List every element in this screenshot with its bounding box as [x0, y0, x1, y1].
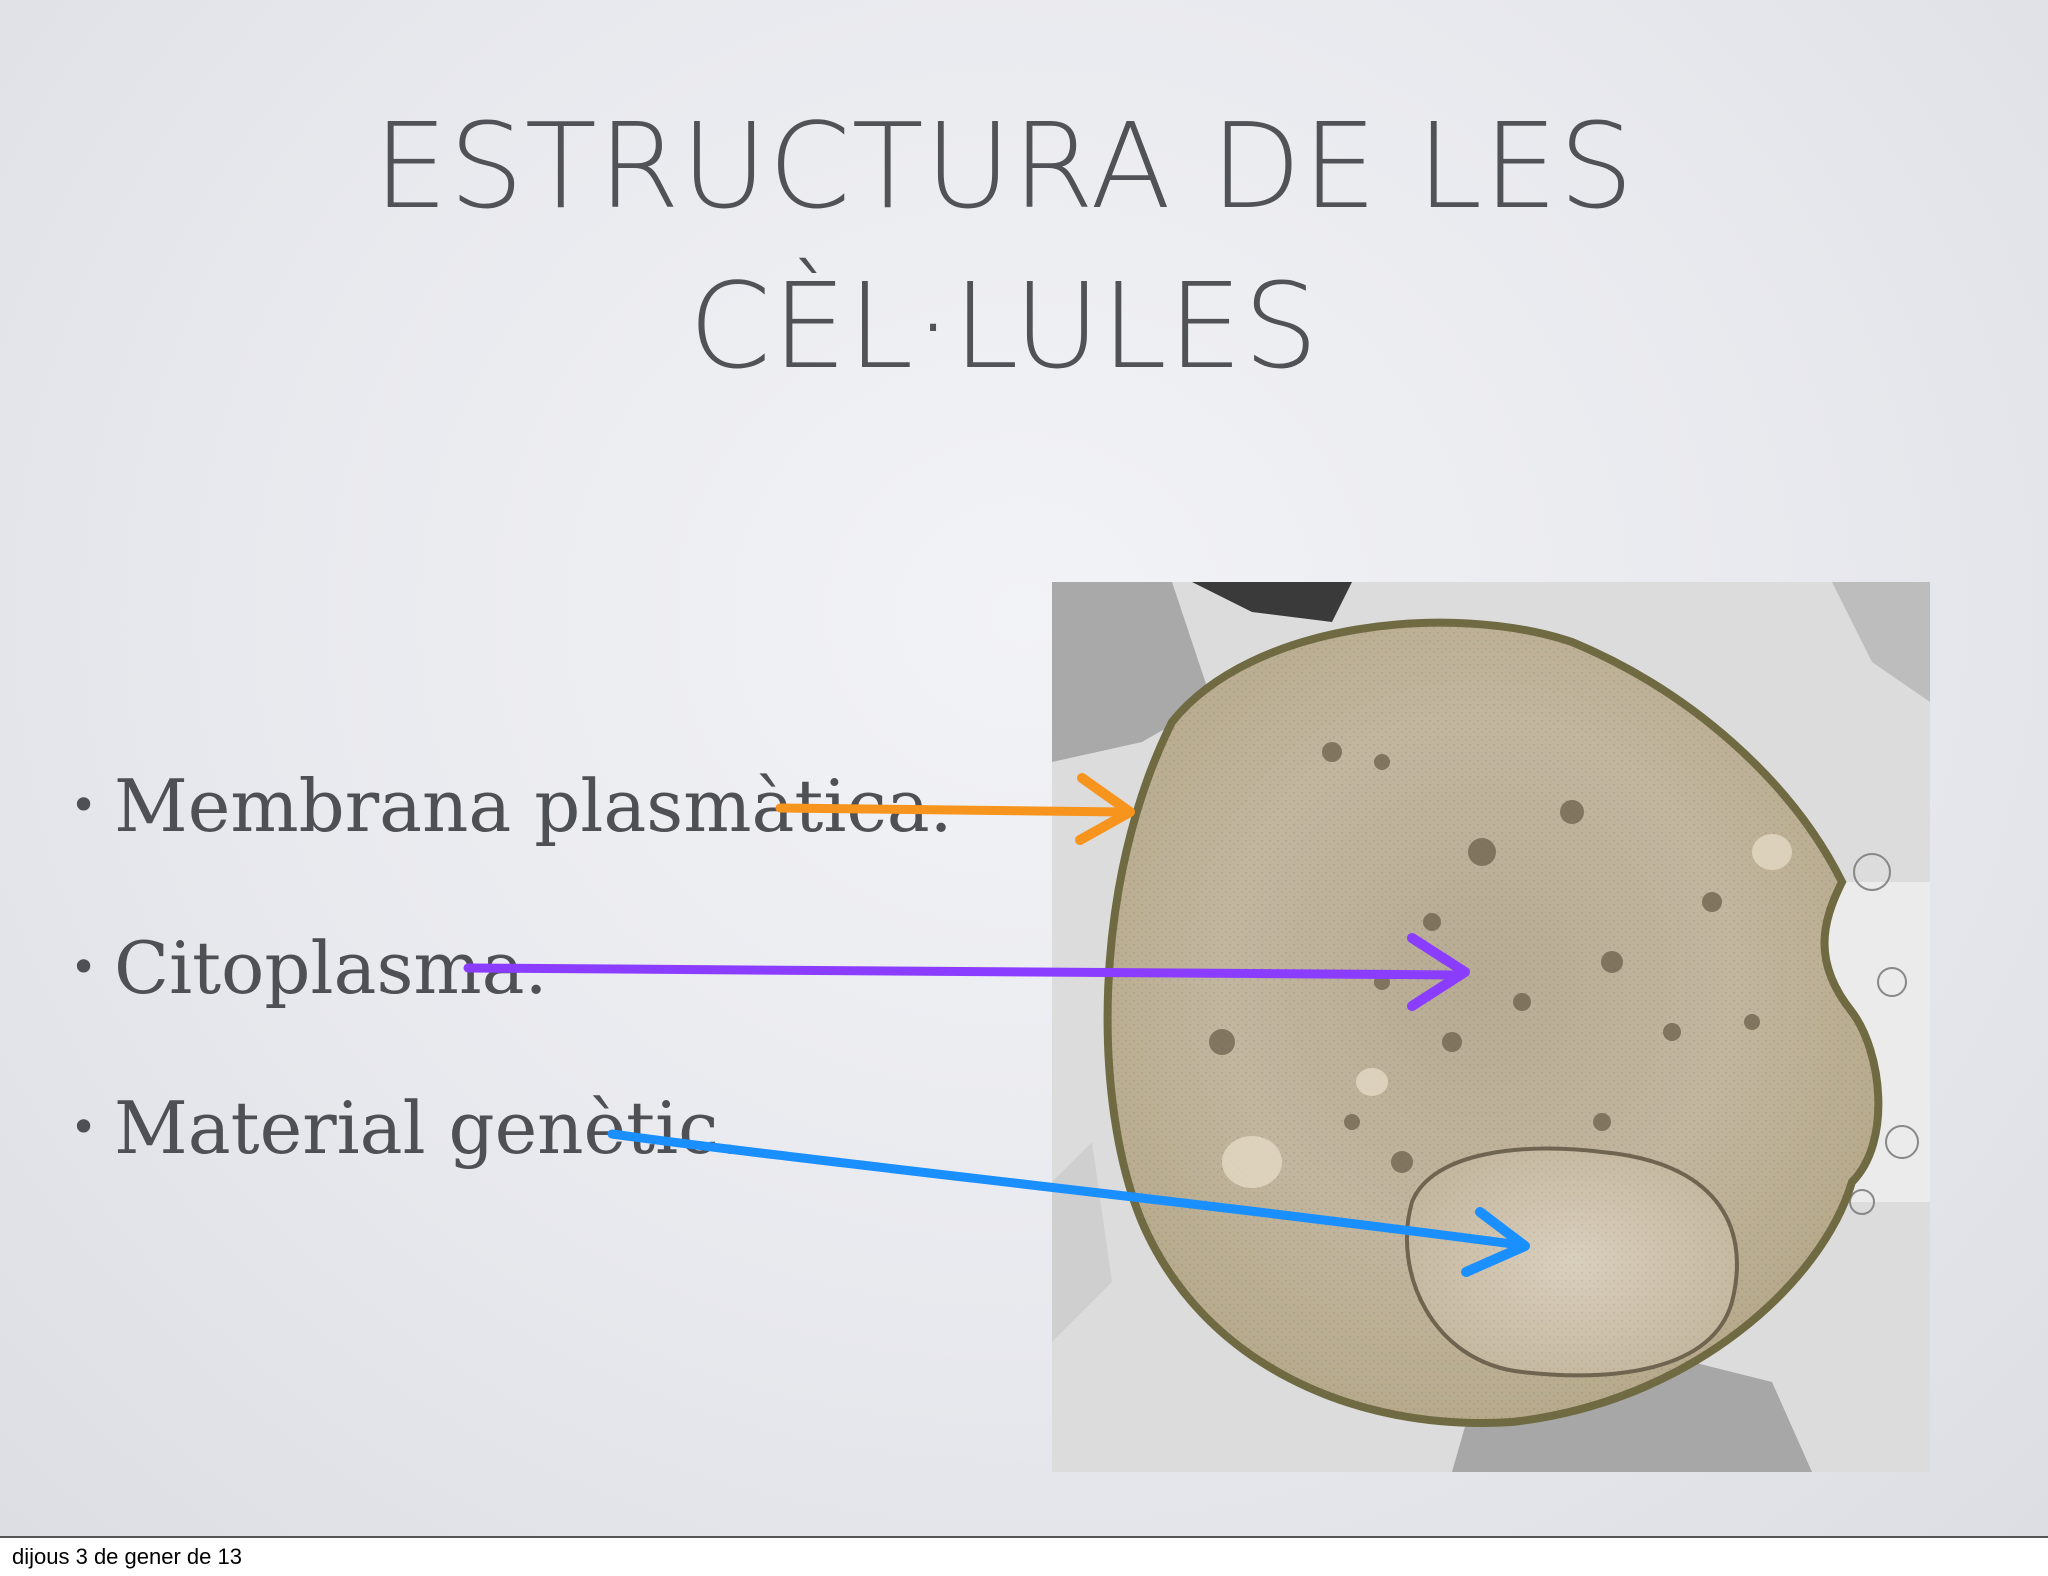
bullet-dot: • [70, 1100, 98, 1154]
bullet-label-material: Material genètic. [114, 1086, 742, 1170]
bullet-dot: • [70, 940, 98, 994]
arrow-membrana [775, 773, 1135, 845]
title-line-1: ESTRUCTURA DE LES [373, 97, 1635, 235]
tissue-fragment [1452, 1352, 1812, 1472]
cell-micrograph-image [1052, 582, 1930, 1472]
bullet-material: • Material genètic. [70, 1082, 741, 1173]
tissue-fragment [1832, 582, 1930, 702]
title-line-2: CÈL·LULES [688, 257, 1320, 395]
arrow-citoplasma [463, 933, 1470, 1011]
cell-micrograph-svg [1052, 582, 1930, 1472]
bullet-dot: • [70, 778, 98, 832]
annotation-arrows [463, 773, 1530, 1277]
footer-bar: dijous 3 de gener de 13 [0, 1536, 2048, 1576]
tissue-fragment [1192, 582, 1352, 622]
organelles [1209, 742, 1760, 1173]
slide: ESTRUCTURA DE LES CÈL·LULES •Membrana pl… [0, 0, 2048, 1536]
footer-date: dijous 3 de gener de 13 [12, 1544, 242, 1569]
arrow-material [607, 1129, 1530, 1277]
slide-title: ESTRUCTURA DE LES CÈL·LULES [224, 86, 1784, 406]
